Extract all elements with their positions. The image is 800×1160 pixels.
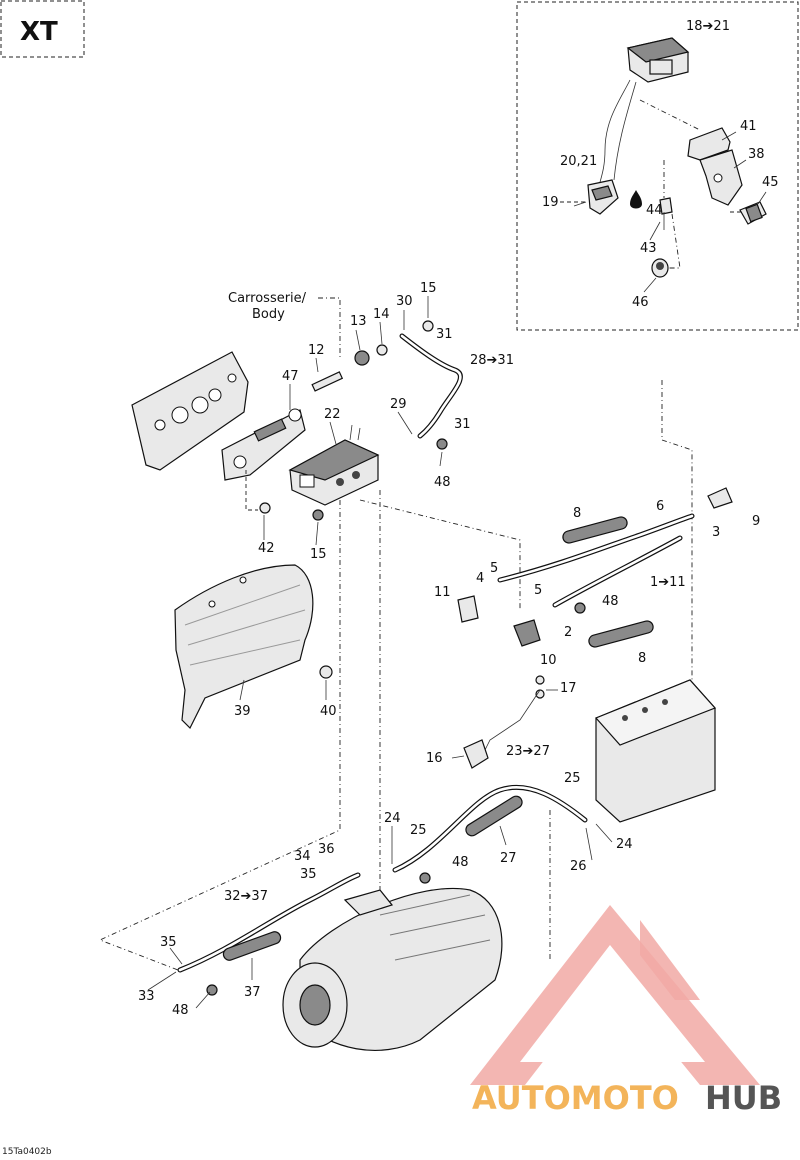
callout-37: 37 bbox=[244, 985, 261, 1000]
callouts: 18➔21 41 38 45 20,21 19 44 43 46 15 30 1… bbox=[138, 19, 779, 1018]
callout-20-21: 20,21 bbox=[560, 154, 597, 169]
firewall-plate bbox=[131, 351, 249, 471]
sleeve-37 bbox=[222, 931, 282, 961]
watermark-text-primary: AUTOMOTO bbox=[472, 1079, 679, 1117]
solenoid-block-22 bbox=[288, 424, 380, 506]
callout-31-mid: 31 bbox=[454, 417, 471, 432]
relay-bracket bbox=[687, 127, 743, 206]
relay-module bbox=[626, 37, 690, 83]
connector-19 bbox=[587, 179, 619, 215]
callout-26: 26 bbox=[570, 859, 587, 874]
watermark-logo: AUTOMOTO HUB bbox=[470, 905, 782, 1117]
callout-40: 40 bbox=[320, 704, 337, 719]
grommet-46 bbox=[651, 258, 669, 278]
callout-39: 39 bbox=[234, 704, 251, 719]
callout-47: 47 bbox=[282, 369, 299, 384]
fastener-43 bbox=[630, 190, 673, 215]
ground-cable-28-31 bbox=[399, 333, 463, 439]
callout-29: 29 bbox=[390, 397, 407, 412]
model-badge: XT bbox=[20, 17, 58, 47]
callout-25-right: 25 bbox=[564, 771, 581, 786]
callout-48-mid: 48 bbox=[452, 855, 469, 870]
callout-4: 4 bbox=[476, 571, 484, 586]
heat-shield-39 bbox=[174, 564, 314, 730]
callout-24-left: 24 bbox=[384, 811, 401, 826]
callout-8-upper: 8 bbox=[573, 506, 581, 521]
callout-41: 41 bbox=[740, 119, 757, 134]
callout-14: 14 bbox=[373, 307, 390, 322]
callout-48-right: 48 bbox=[602, 594, 619, 609]
callout-5-a: 5 bbox=[490, 561, 498, 576]
callout-23-27: 23➔27 bbox=[506, 744, 550, 759]
callout-34: 34 bbox=[294, 849, 311, 864]
callout-38: 38 bbox=[748, 147, 765, 162]
body-label-line1: Carrosserie/ bbox=[228, 291, 307, 306]
sleeve-27 bbox=[465, 795, 523, 837]
callout-2: 2 bbox=[564, 625, 572, 640]
callout-33: 33 bbox=[138, 989, 155, 1004]
callout-9: 9 bbox=[752, 514, 760, 529]
callout-17: 17 bbox=[560, 681, 577, 696]
fastener-40 bbox=[319, 665, 333, 679]
callout-22: 22 bbox=[324, 407, 341, 422]
callout-3: 3 bbox=[712, 525, 720, 540]
callout-6: 6 bbox=[656, 499, 664, 514]
watermark-text-secondary: HUB bbox=[705, 1079, 782, 1117]
callout-13: 13 bbox=[350, 314, 367, 329]
callout-43: 43 bbox=[640, 241, 657, 256]
boot-11 bbox=[457, 595, 479, 623]
callout-11: 11 bbox=[434, 585, 451, 600]
callout-19: 19 bbox=[542, 195, 559, 210]
battery bbox=[594, 679, 717, 823]
callout-30: 30 bbox=[396, 294, 413, 309]
starter-motor bbox=[282, 887, 503, 1051]
callout-12: 12 bbox=[308, 343, 325, 358]
callout-1-11: 1➔11 bbox=[650, 575, 686, 590]
callout-15-top: 15 bbox=[420, 281, 437, 296]
bolt-45 bbox=[739, 201, 767, 225]
callout-42: 42 bbox=[258, 541, 275, 556]
washer-stack-13-14-15 bbox=[311, 320, 434, 392]
callout-5-b: 5 bbox=[534, 583, 542, 598]
callout-32-37: 32➔37 bbox=[224, 889, 268, 904]
cap-10 bbox=[513, 619, 541, 647]
callout-18-21: 18➔21 bbox=[686, 19, 730, 34]
callout-15-low: 15 bbox=[310, 547, 327, 562]
bracket-16 bbox=[463, 739, 489, 769]
callout-8-lower: 8 bbox=[638, 651, 646, 666]
callout-36: 36 bbox=[318, 842, 335, 857]
callout-35-low: 35 bbox=[160, 935, 177, 950]
image-code: 15Ta0402b bbox=[2, 1147, 52, 1157]
cap-9 bbox=[707, 487, 733, 509]
callout-35-top: 35 bbox=[300, 867, 317, 882]
callout-44: 44 bbox=[646, 203, 663, 218]
callout-46: 46 bbox=[632, 295, 649, 310]
callout-25-left: 25 bbox=[410, 823, 427, 838]
callout-24-right: 24 bbox=[616, 837, 633, 852]
leader-lines bbox=[147, 131, 767, 1009]
callout-10: 10 bbox=[540, 653, 557, 668]
callout-16: 16 bbox=[426, 751, 443, 766]
callout-31-top: 31 bbox=[436, 327, 453, 342]
callout-28-31: 28➔31 bbox=[470, 353, 514, 368]
callout-48-upper: 48 bbox=[434, 475, 451, 490]
mount-bracket-47 bbox=[221, 408, 306, 481]
callout-45: 45 bbox=[762, 175, 779, 190]
callout-27: 27 bbox=[500, 851, 517, 866]
callout-48-bottom: 48 bbox=[172, 1003, 189, 1018]
sleeve-8a bbox=[562, 516, 628, 544]
sleeve-8b bbox=[588, 620, 654, 648]
body-label-line2: Body bbox=[252, 307, 285, 322]
inset-frame bbox=[516, 1, 799, 331]
